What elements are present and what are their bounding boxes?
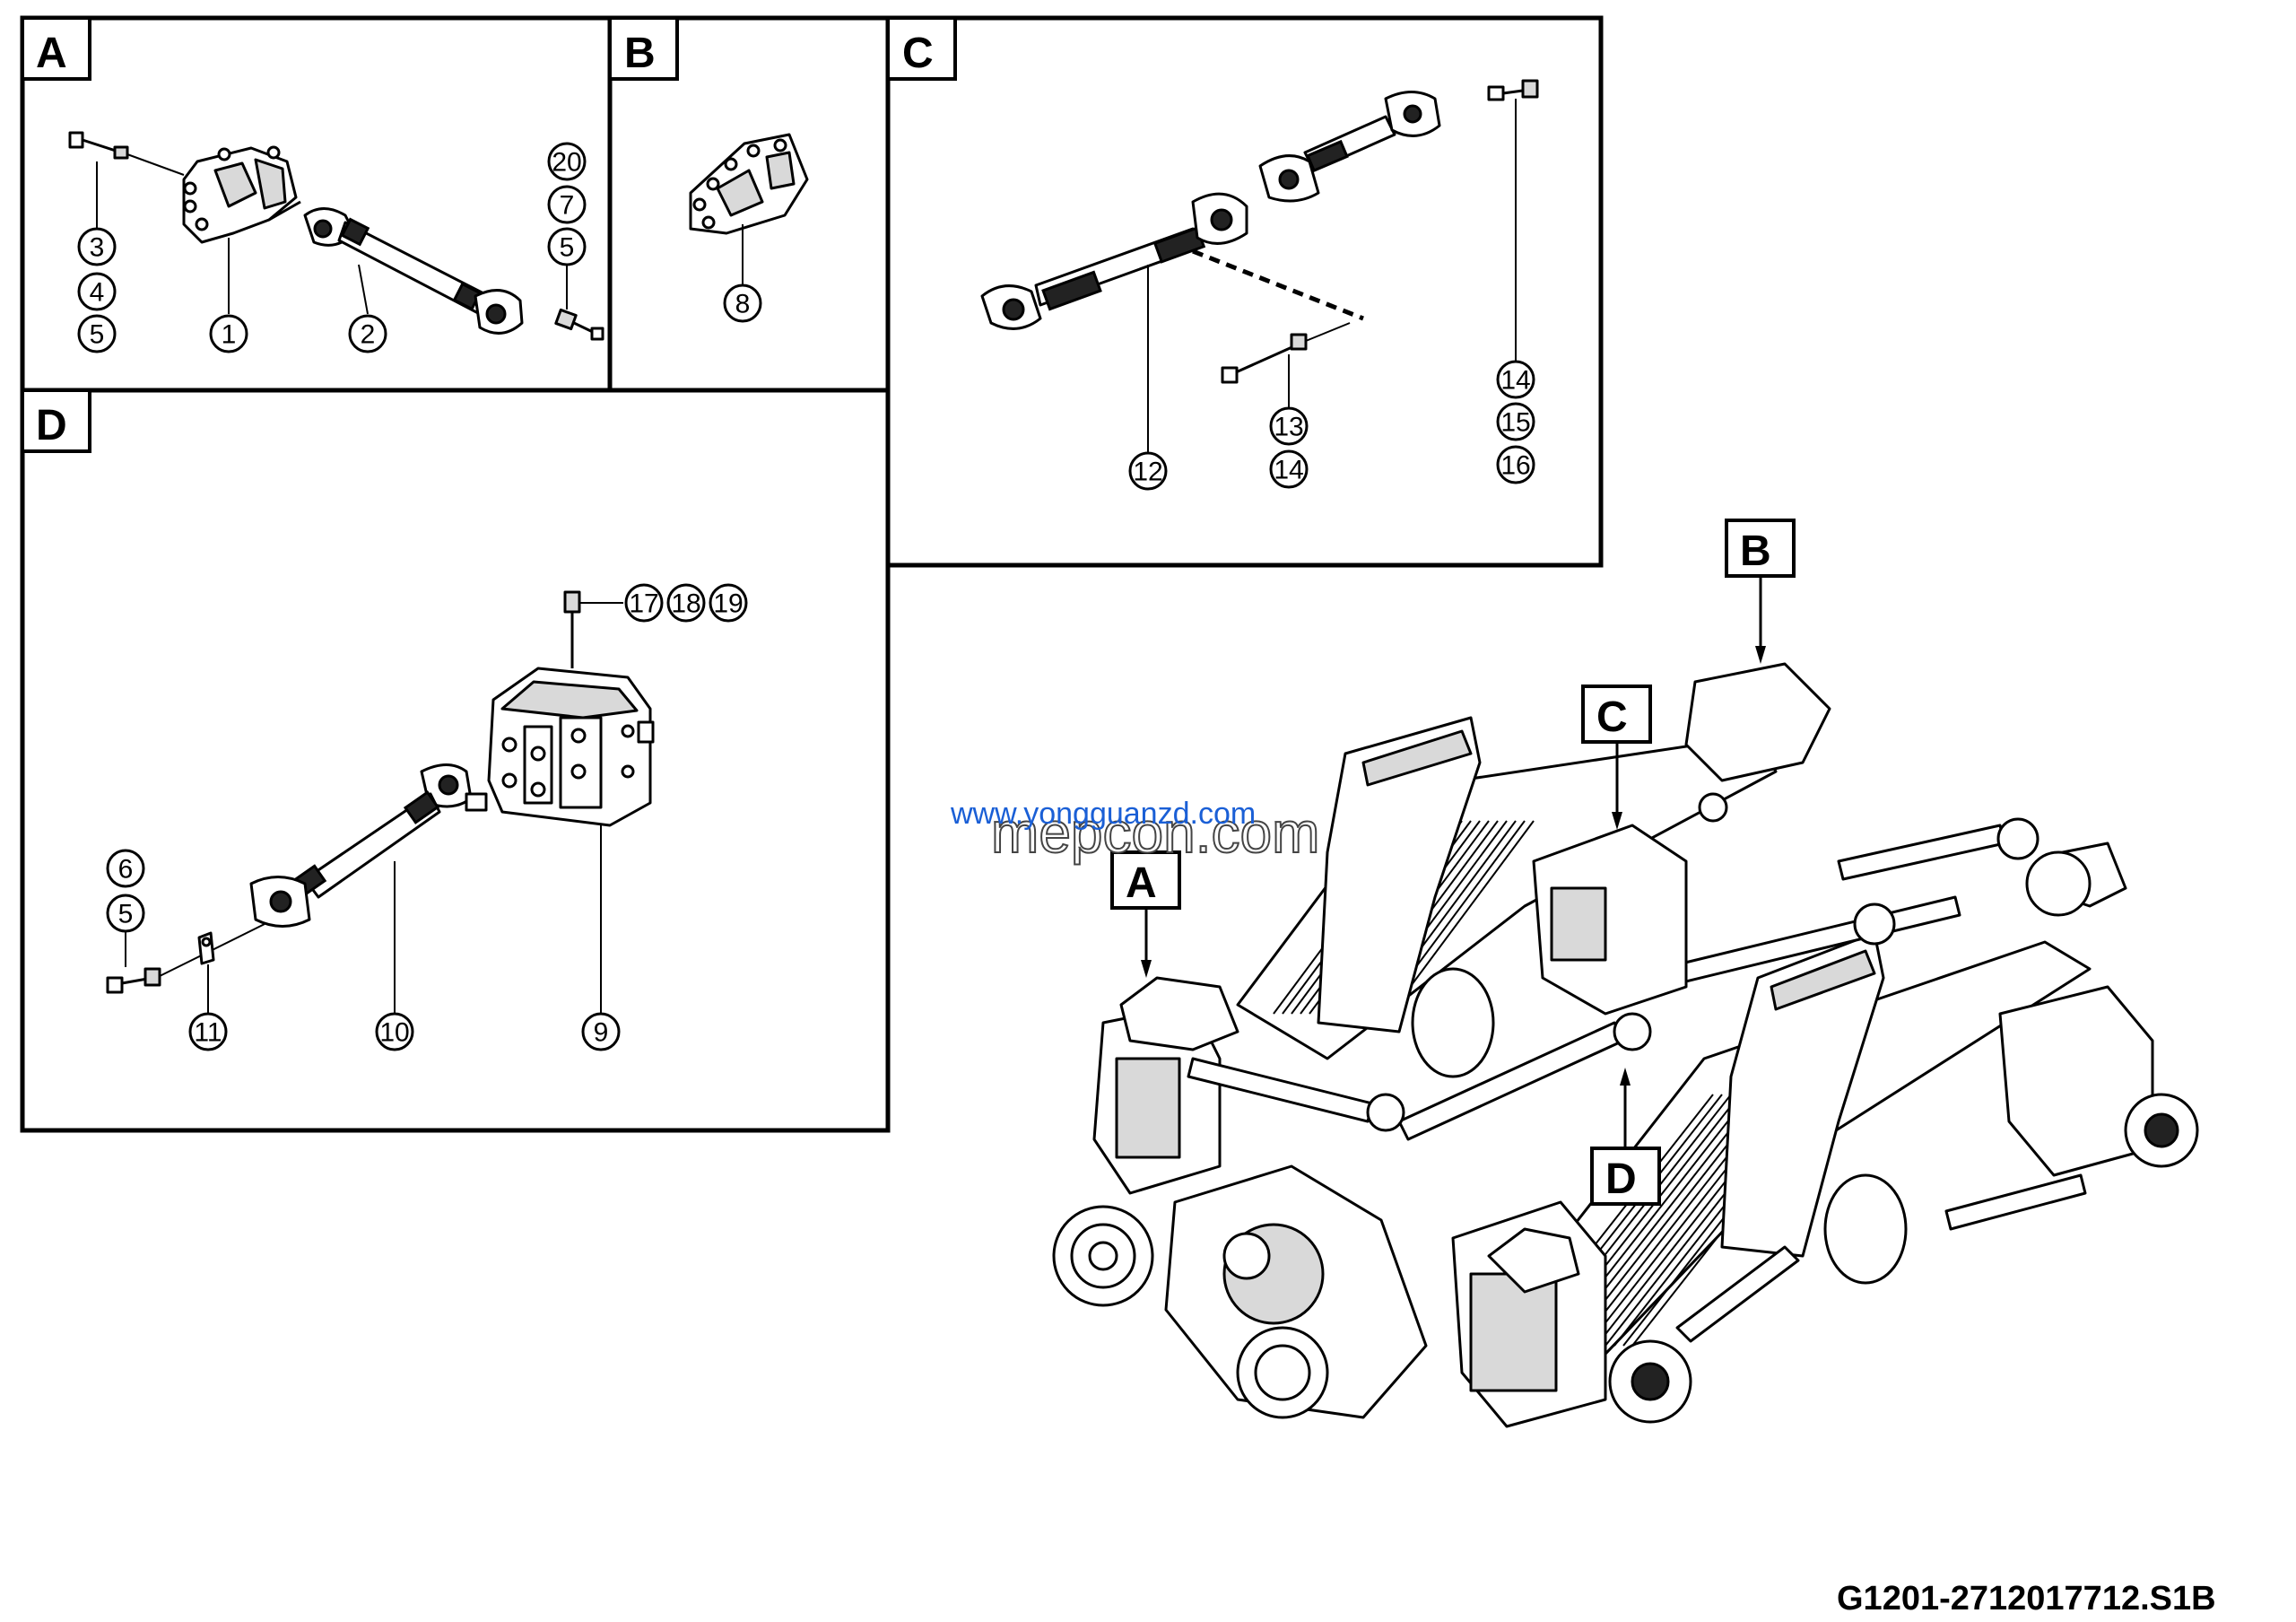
bolt-part-d — [106, 923, 265, 994]
bolt-part-c — [1487, 79, 1539, 101]
callout-14-lower: 14 — [1269, 449, 1309, 489]
svg-text:5: 5 — [90, 320, 105, 350]
top-bracket — [1684, 662, 1831, 782]
overview-tag-c: C — [1581, 685, 1652, 830]
callout-3: 3 — [77, 227, 117, 266]
watermark-site: mepcon.com — [991, 800, 1319, 865]
svg-text:13: 13 — [1274, 413, 1303, 442]
callout-9: 9 — [581, 1012, 621, 1051]
bolt-part-right — [554, 308, 604, 341]
panel-d-label: D — [36, 402, 67, 449]
overview-tag-b: B — [1725, 519, 1796, 664]
panel-b: B 8 — [607, 15, 891, 393]
svg-text:7: 7 — [560, 191, 575, 221]
callout-5-right: 5 — [547, 227, 587, 266]
watermark-url: www.yongguanzd.com — [950, 797, 1256, 831]
bracket-plate-part — [689, 133, 809, 235]
differential — [1052, 1164, 1428, 1419]
panel-d: D — [20, 388, 891, 1133]
callout-1: 1 — [209, 314, 248, 353]
axle-housing-rear — [1092, 985, 2199, 1195]
svg-text:14: 14 — [1274, 456, 1303, 485]
bolt-part-c-lower — [1221, 322, 1351, 384]
drawing-code: G1201-2712017712.S1B — [1837, 1580, 2216, 1618]
svg-text:9: 9 — [594, 1018, 609, 1048]
svg-text:15: 15 — [1500, 408, 1530, 438]
callout-5: 5 — [77, 314, 117, 353]
svg-text:10: 10 — [379, 1018, 409, 1048]
svg-text:14: 14 — [1500, 366, 1530, 396]
svg-text:19: 19 — [713, 589, 743, 619]
bolt-part — [68, 131, 185, 176]
bracket-part — [182, 145, 301, 244]
callout-6: 6 — [106, 849, 145, 888]
svg-text:11: 11 — [194, 1018, 222, 1048]
svg-text:2: 2 — [361, 320, 376, 350]
svg-text:5: 5 — [560, 233, 575, 263]
callout-15: 15 — [1496, 402, 1535, 441]
spring-leaf-line — [1389, 820, 1535, 1015]
panel-b-label: B — [624, 30, 656, 77]
svg-text:3: 3 — [90, 233, 105, 263]
callout-5-d: 5 — [106, 894, 145, 933]
svg-text:4: 4 — [90, 278, 105, 308]
callout-20: 20 — [547, 142, 587, 181]
svg-text:B: B — [1740, 528, 1771, 575]
callout-7: 7 — [547, 185, 587, 224]
svg-text:18: 18 — [671, 589, 700, 619]
svg-text:5: 5 — [118, 900, 134, 929]
bolt-part-d-top — [563, 590, 623, 668]
torque-rods — [1187, 817, 2087, 1343]
suspension-assembly-overview: A B C D — [1052, 519, 2199, 1428]
svg-text:8: 8 — [735, 290, 751, 319]
panel-c: C — [885, 15, 1604, 568]
callout-19: 19 — [709, 583, 748, 623]
callout-17: 17 — [624, 583, 664, 623]
callout-11: 11 — [188, 1012, 228, 1051]
callout-12: 12 — [1128, 451, 1168, 491]
callout-14: 14 — [1496, 360, 1535, 399]
callout-16: 16 — [1496, 445, 1535, 484]
svg-text:20: 20 — [552, 148, 581, 178]
svg-text:A: A — [1126, 859, 1157, 907]
v-rod-part — [980, 91, 1441, 330]
panel-a-label: A — [36, 30, 67, 77]
callout-10: 10 — [375, 1012, 414, 1051]
torque-rod-part — [303, 207, 524, 335]
spring-saddle-rear — [1317, 716, 1482, 1033]
svg-text:1: 1 — [222, 320, 237, 350]
callout-2: 2 — [348, 314, 387, 353]
svg-text:12: 12 — [1133, 458, 1162, 487]
svg-text:C: C — [1596, 693, 1628, 741]
overview-tag-a: A — [1110, 850, 1181, 978]
svg-text:16: 16 — [1500, 451, 1530, 481]
overview-tag-d: D — [1590, 1068, 1661, 1206]
svg-text:6: 6 — [118, 855, 134, 885]
callout-18: 18 — [666, 583, 706, 623]
callout-13: 13 — [1269, 406, 1309, 446]
svg-text:D: D — [1605, 1155, 1637, 1203]
v-rod-bracket — [1532, 824, 1688, 1016]
axle-bracket-part — [487, 667, 655, 827]
panel-c-label: C — [902, 30, 934, 77]
panel-a: A — [20, 15, 613, 393]
callout-8: 8 — [723, 283, 762, 323]
torque-rod-part-d — [249, 763, 488, 928]
svg-text:17: 17 — [629, 589, 658, 619]
callout-4: 4 — [77, 272, 117, 311]
